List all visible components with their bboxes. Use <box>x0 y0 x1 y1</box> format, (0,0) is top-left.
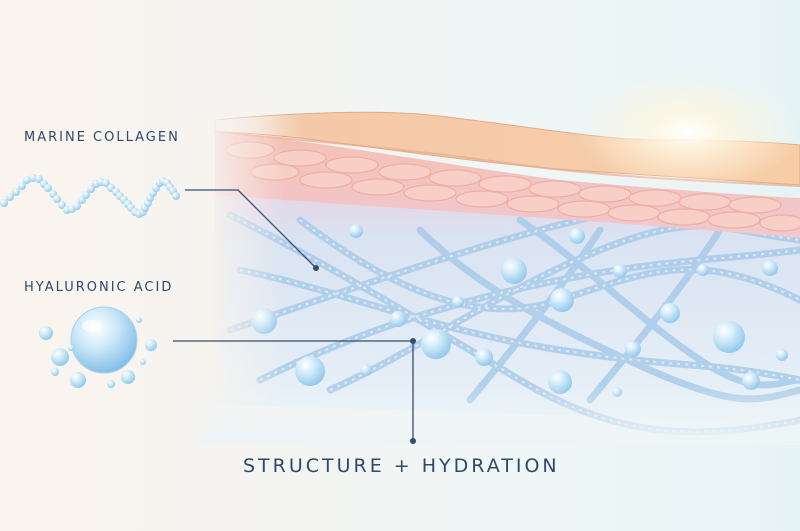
leader-lines <box>173 189 416 444</box>
hyaluronic-acid-label: HYALURONIC ACID <box>24 280 174 295</box>
water-droplet-icon <box>39 306 157 388</box>
collagen-strand-icon <box>0 174 180 218</box>
collagen-leader-line <box>185 189 317 269</box>
light-glow <box>578 72 798 192</box>
structure-hydration-caption: STRUCTURE + HYDRATION <box>243 455 560 477</box>
marine-collagen-label: MARINE COLLAGEN <box>24 130 180 145</box>
